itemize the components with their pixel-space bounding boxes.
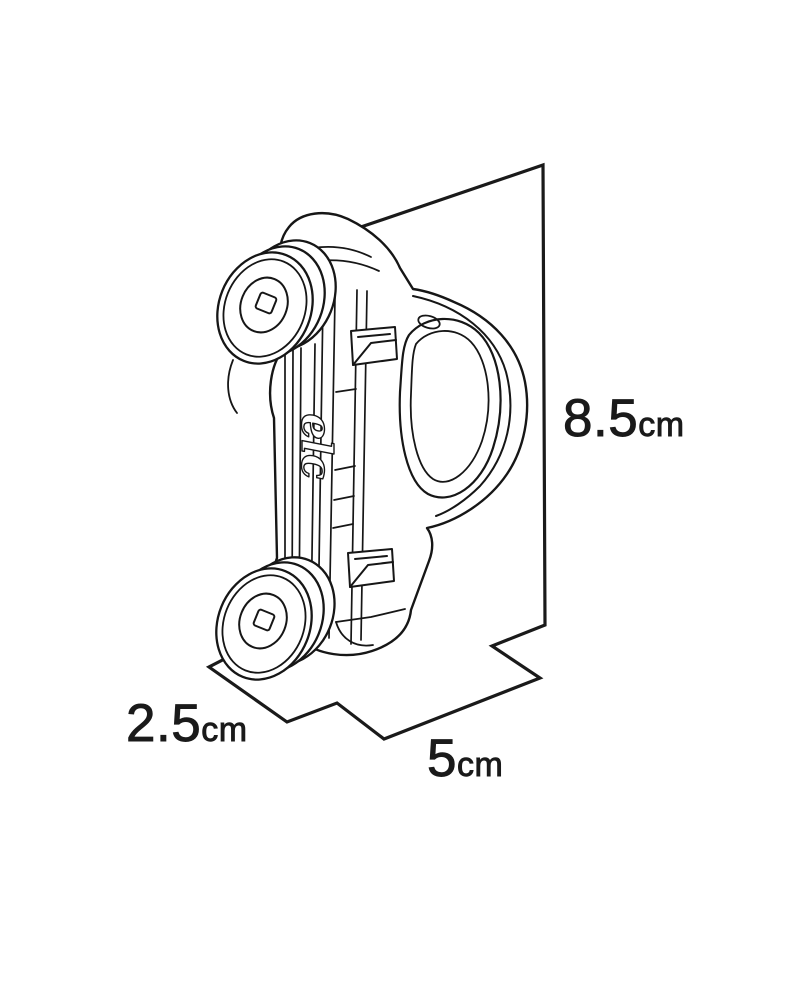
front-wheel-hub-hole — [254, 291, 278, 315]
front-axle-mount — [350, 326, 398, 366]
height-unit: cm — [638, 406, 684, 444]
rear-wheel-hub-hole — [252, 608, 276, 632]
rear-underside-lines — [335, 608, 406, 647]
dimension-lines — [205, 162, 547, 741]
windshield-detail-oval — [417, 314, 441, 330]
toy-car-line-art: elc — [215, 212, 529, 681]
dimension-labels: 8.5cm 2.5cm 5cm — [126, 389, 685, 789]
height-label: 8.5cm — [563, 389, 685, 448]
measurement-plane-outline — [205, 162, 547, 741]
car-window-inner — [409, 330, 490, 483]
height-value: 8.5 — [563, 389, 638, 448]
depth-unit: cm — [201, 711, 247, 749]
rear-wheel-hub-ring — [238, 592, 288, 650]
rear-axle-mount — [347, 548, 395, 588]
front-fender-arc — [227, 359, 238, 414]
front-wheel-tread-ring — [222, 258, 308, 358]
length-label: 5cm — [427, 729, 503, 788]
depth-value: 2.5 — [126, 694, 201, 753]
car-window-outer — [398, 317, 502, 499]
rear-wheel — [215, 556, 336, 681]
length-value: 5 — [427, 729, 457, 788]
front-wheel — [216, 239, 337, 365]
depth-label: 2.5cm — [126, 694, 248, 753]
roof-edge-line — [412, 295, 512, 517]
length-unit: cm — [457, 746, 503, 784]
front-wheel-hub-ring — [239, 276, 289, 334]
brand-logo-elc: elc — [292, 413, 341, 479]
rear-wheel-tread-ring — [221, 574, 307, 674]
